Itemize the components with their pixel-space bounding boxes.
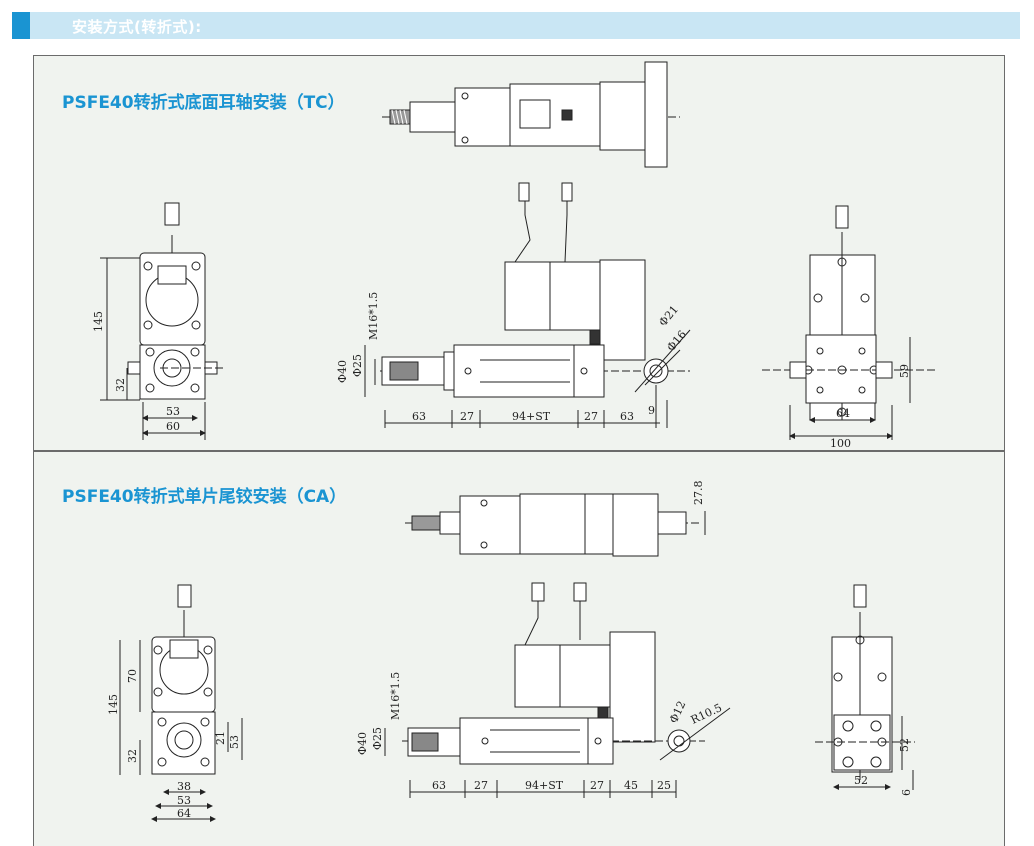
ca-front-dim-53h: 53 xyxy=(228,735,241,749)
ca-side-thread: M16*1.5 xyxy=(389,672,402,720)
header-accent-block xyxy=(12,12,30,39)
tc-side-seg-3: 94+ST xyxy=(512,410,551,423)
header-title: 安装方式(转折式): xyxy=(72,18,202,36)
tc-front-view xyxy=(100,202,224,440)
ca-side-view xyxy=(384,582,731,798)
ca-side-rod: Φ25 xyxy=(371,727,384,750)
ca-front-dim-145: 145 xyxy=(107,694,120,715)
ca-top-dim-27-8: 27.8 xyxy=(692,481,705,506)
tc-end-dim-59: 59 xyxy=(898,364,911,378)
ca-side-seg-3: 94+ST xyxy=(525,779,564,792)
ca-side-d12: Φ12 xyxy=(667,699,689,725)
tc-front-dim-60: 60 xyxy=(166,420,180,433)
ca-end-view xyxy=(815,584,915,790)
section-header-bar: 安装方式(转折式): xyxy=(12,12,1020,39)
section-title-ca: PSFE40转折式单片尾铰安装（CA） xyxy=(62,487,347,507)
section-title-tc: PSFE40转折式底面耳轴安装（TC） xyxy=(62,93,345,113)
tc-side-seg-5: 63 xyxy=(620,410,634,423)
ca-front-dim-38: 38 xyxy=(177,780,191,793)
tc-side-view xyxy=(364,182,691,428)
tc-end-view xyxy=(762,205,938,440)
section-divider xyxy=(33,450,1005,452)
tc-end-dim-64: 64 xyxy=(836,407,850,420)
ca-front-dim-21: 21 xyxy=(214,731,227,745)
tc-side-seg-4: 27 xyxy=(584,410,598,423)
ca-end-dim-52h: 52 xyxy=(898,738,911,752)
tc-side-rod: Φ25 xyxy=(351,354,364,377)
tc-front-dim-145: 145 xyxy=(92,311,105,332)
ca-front-dim-53w: 53 xyxy=(177,794,191,807)
ca-front-dim-64: 64 xyxy=(177,807,191,820)
ca-front-dim-70: 70 xyxy=(126,669,139,683)
tc-side-seg-2: 27 xyxy=(460,410,474,423)
tc-front-dim-32: 32 xyxy=(114,378,127,392)
tc-side-tail: 9 xyxy=(648,404,655,417)
tc-side-seg-1: 63 xyxy=(412,410,426,423)
ca-end-dim-6: 6 xyxy=(900,789,913,796)
ca-side-seg-6: 25 xyxy=(657,779,671,792)
ca-side-seg-4: 27 xyxy=(590,779,604,792)
ca-side-shaft: Φ40 xyxy=(356,732,369,755)
ca-front-dim-32: 32 xyxy=(126,749,139,763)
tc-side-shaft: Φ40 xyxy=(336,360,349,383)
ca-top-view xyxy=(405,493,706,557)
tc-end-dim-100: 100 xyxy=(830,437,851,450)
tc-side-thread: M16*1.5 xyxy=(367,292,380,340)
ca-side-r10-5: R10.5 xyxy=(689,701,724,727)
tc-side-d16: Φ16 xyxy=(664,328,689,354)
ca-side-seg-2: 27 xyxy=(474,779,488,792)
tc-front-dim-53: 53 xyxy=(166,405,180,418)
tc-side-d21: Φ21 xyxy=(656,303,681,329)
ca-side-seg-5: 45 xyxy=(624,779,638,792)
tc-top-view xyxy=(382,61,680,168)
ca-front-view xyxy=(119,584,243,822)
ca-side-seg-1: 63 xyxy=(432,779,446,792)
ca-end-dim-52w: 52 xyxy=(854,774,868,787)
